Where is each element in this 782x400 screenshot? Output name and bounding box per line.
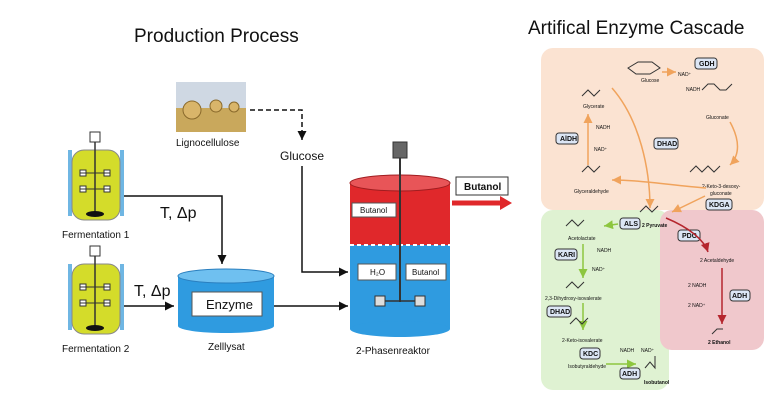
kdg-node-1: 2-Keto-3-desoxy- — [702, 184, 741, 190]
ethanol-pathway-panel — [660, 210, 764, 350]
dhad1-label: DHAD — [657, 141, 677, 148]
enzyme-cascade-title: Artifical Enzyme Cascade — [528, 18, 744, 39]
acetolactate-structure — [565, 219, 585, 227]
acetolactate-node: Acetolactate — [568, 236, 596, 242]
t-dp-label-2: T, Δp — [134, 283, 171, 300]
adh2-enzyme — [729, 289, 751, 302]
fermenter-1 — [68, 131, 124, 221]
ketoiso-structure — [569, 317, 589, 325]
aldh-label: AlDH — [560, 136, 577, 143]
lignocellulose-image — [176, 82, 246, 132]
h2o-phase-label: H₂O — [370, 268, 385, 277]
als-label: ALS — [624, 221, 638, 228]
glucose-label: Glucose — [280, 149, 324, 163]
nad2: 2 NAD⁺ — [688, 303, 706, 309]
nad-kdc: NAD⁺ — [641, 348, 655, 354]
pyruvate-structure — [639, 205, 659, 213]
kdc-label: KDC — [583, 351, 598, 358]
glycerate-node: Glycerate — [583, 104, 605, 110]
nadh-kari: NADH — [597, 248, 612, 254]
aldh-enzyme — [555, 132, 579, 145]
glucose-structure — [627, 61, 661, 75]
dihydroxy-structure — [565, 281, 585, 289]
fermentation-2-label: Fermentation 2 — [62, 344, 130, 355]
pyruvate-node: 2 Pyruvate — [642, 223, 668, 229]
t-dp-label-1: T, Δp — [160, 205, 197, 222]
dhad1-enzyme — [653, 137, 679, 150]
ethanol-structure — [711, 328, 723, 335]
ethanol-node: 2 Ethanol — [708, 340, 731, 346]
kari-enzyme — [554, 248, 578, 261]
two-phase-reactor — [349, 141, 451, 337]
pdc-label: PDC — [682, 233, 697, 240]
dashed-arrow — [250, 109, 307, 140]
als-enzyme — [619, 217, 641, 230]
dhad2-label: DHAD — [550, 309, 570, 316]
gluconate-node: Gluconate — [706, 115, 729, 121]
glucose-node: Glucose — [641, 78, 660, 84]
nadh2: 2 NADH — [688, 283, 707, 289]
nadh-kdc: NADH — [620, 348, 635, 354]
dihydroxy-node: 2,3-Dihydroxy-isovalerate — [545, 296, 602, 302]
butanol-phase-label: Butanol — [360, 206, 387, 215]
kari-label: KARI — [558, 252, 575, 259]
isobutanol-structure — [644, 356, 656, 370]
gdh-label: GDH — [699, 61, 715, 68]
glucose-arrow — [301, 166, 348, 277]
kdc-enzyme — [579, 347, 601, 360]
production-process-title: Production Process — [134, 26, 299, 47]
nad-top: NAD⁺ — [678, 72, 692, 78]
adh2-label: ADH — [732, 293, 747, 300]
reactor-label: 2-Phasenreaktor — [356, 346, 431, 357]
arrow-glycerate-pyruvate — [611, 87, 655, 209]
isobutanol-node: Isobutanol — [644, 380, 670, 386]
glyceraldehyde-structure — [581, 165, 601, 173]
ketoiso-node: 2-Keto-isovalerate — [562, 338, 603, 344]
kdga-enzyme — [705, 198, 733, 211]
butanol-output-box — [455, 176, 509, 196]
butanol-lower-label: Butanol — [412, 268, 439, 277]
arrow-als — [603, 220, 619, 230]
fermentation-1-label: Fermentation 1 — [62, 230, 130, 241]
kdg-structure — [689, 165, 721, 173]
adh1-label: ADH — [622, 371, 637, 378]
fermenter-1-arrow — [124, 195, 227, 264]
nad-aldh: NAD⁺ — [594, 147, 608, 153]
arrow-pdc — [665, 217, 710, 253]
fermenter-2 — [68, 245, 124, 335]
arrow-dhad — [729, 121, 740, 166]
zelllysat-label: Zelllysat — [208, 342, 245, 353]
glycerate-structure — [581, 89, 601, 97]
kdga-label: KDGA — [709, 202, 730, 209]
nadh-top: NADH — [686, 87, 701, 93]
butanol-output-label: Butanol — [464, 182, 501, 193]
arrow-kdga-pyruvate — [671, 195, 706, 213]
gluconate-structure — [701, 83, 733, 91]
arrow-kdga-glyceraldehyde — [611, 175, 707, 189]
lignocellulose-label: Lignocellulose — [176, 138, 240, 149]
isobutyraldehyde-node: Isobutyraldehyde — [568, 364, 606, 370]
nad-kari: NAD⁺ — [592, 267, 606, 273]
enzyme-label: Enzyme — [206, 297, 253, 312]
kdg-node-2: gluconate — [710, 191, 732, 197]
nadh-aldh: NADH — [596, 125, 611, 131]
dhad2-enzyme — [546, 305, 572, 318]
gdh-enzyme — [694, 57, 718, 70]
zelllysat-vessel — [177, 268, 275, 333]
acetaldehyde-node: 2 Acetaldehyde — [700, 258, 734, 264]
glyceraldehyde-node: Glyceraldehyde — [574, 189, 609, 195]
adh1-enzyme — [619, 367, 641, 380]
